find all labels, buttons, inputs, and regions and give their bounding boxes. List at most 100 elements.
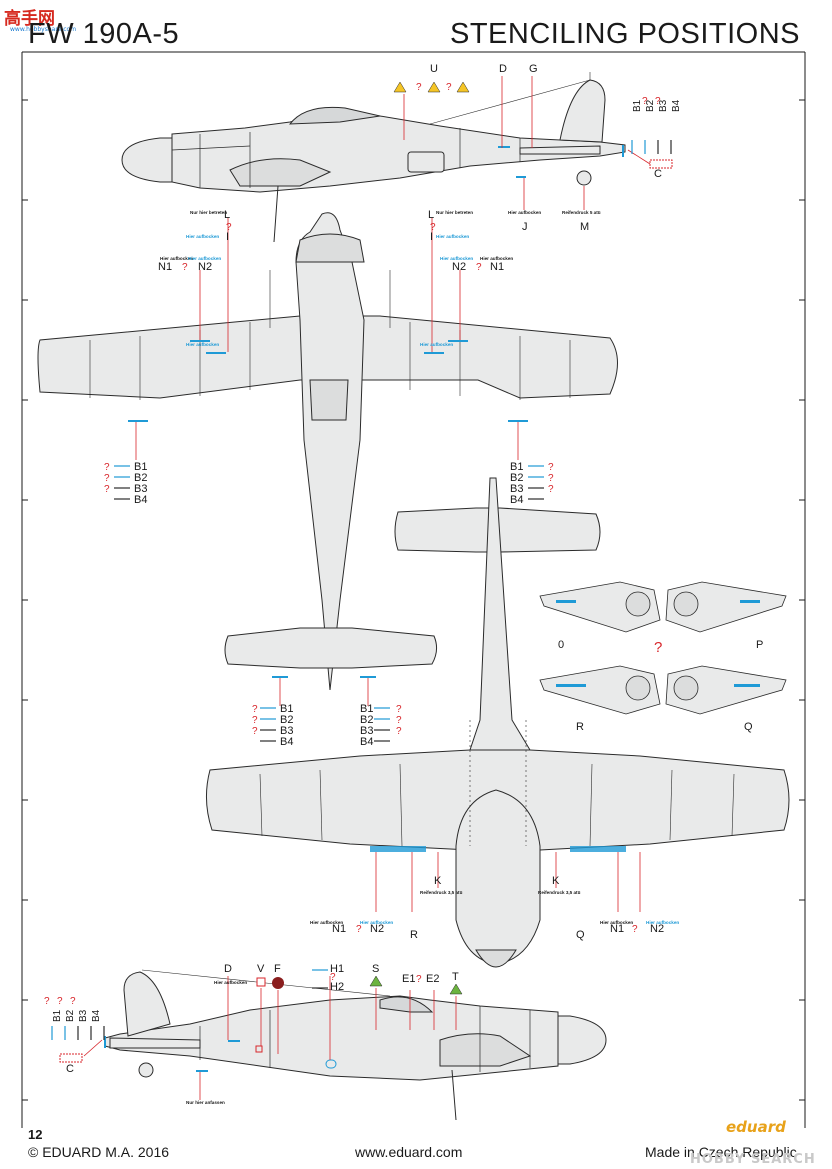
label-h1: H1 — [330, 963, 344, 975]
legend-b3-left: B3 — [134, 483, 147, 495]
label-b1-top: B1 — [632, 99, 643, 112]
profile-right-b-lines — [51, 1026, 105, 1040]
legend-b4-tail-right: B4 — [360, 736, 373, 748]
legend-b4-right: B4 — [510, 494, 523, 506]
label-q-bottom: Q — [576, 929, 585, 941]
legend-b1-tail-right: B1 — [360, 703, 373, 715]
profile-right-b-lines — [631, 140, 672, 154]
svg-text:?: ? — [548, 473, 554, 484]
svg-text:Reifendruck 5 atü: Reifendruck 5 atü — [562, 210, 601, 215]
label-l-left: L — [224, 209, 230, 221]
label-n2-bottom-left: N2 — [370, 923, 384, 935]
top-view-stencils — [128, 340, 528, 678]
label-i-right: I — [430, 231, 433, 243]
svg-text:?: ? — [104, 484, 110, 495]
svg-text:Hier aufbocken: Hier aufbocken — [480, 256, 513, 261]
svg-text:Hier aufbocken: Hier aufbocken — [188, 256, 221, 261]
callout-labels: U D G C J M B1 B2 B3 B4 L I L I N1 N2 N2… — [52, 63, 763, 1075]
label-n2-right: N2 — [452, 261, 466, 273]
svg-text:?: ? — [430, 222, 436, 233]
label-u: U — [430, 63, 438, 75]
svg-text:?: ? — [548, 462, 554, 473]
svg-text:?: ? — [252, 704, 258, 715]
legend-b3-tail-right: B3 — [360, 725, 373, 737]
label-b2-bottom: B2 — [65, 1009, 76, 1022]
page-frame — [21, 51, 806, 1128]
svg-text:?: ? — [446, 82, 452, 93]
profile-right-view — [104, 971, 607, 1121]
svg-text:?: ? — [548, 484, 554, 495]
svg-text:?: ? — [632, 924, 638, 935]
legend-b1-tail-left: B1 — [280, 703, 293, 715]
svg-text:?: ? — [252, 726, 258, 737]
label-n2-left: N2 — [198, 261, 212, 273]
stencil-texts: Nur hier betreten Hier aufbocken Hier au… — [160, 210, 679, 1105]
label-d-top: D — [499, 63, 507, 75]
page-number: 12 — [28, 1127, 43, 1142]
bottom-view-panels — [259, 720, 735, 847]
legend-b4-left: B4 — [134, 494, 147, 506]
label-b3-top: B3 — [658, 99, 669, 112]
label-p: P — [756, 639, 763, 651]
label-q-door: Q — [744, 721, 753, 733]
eduard-logo: eduard — [726, 1118, 786, 1136]
label-g: G — [529, 63, 538, 75]
label-d-bottom: D — [224, 963, 232, 975]
label-b1-bottom: B1 — [52, 1009, 63, 1022]
svg-text:Hier aufbocken: Hier aufbocken — [360, 920, 393, 925]
label-r-bottom: R — [410, 929, 418, 941]
b-legend-lines — [114, 465, 544, 989]
svg-text:?: ? — [70, 996, 76, 1007]
legend-b2-tail-right: B2 — [360, 714, 373, 726]
svg-text:Nur hier betreten: Nur hier betreten — [436, 210, 473, 215]
profile-right-leaders — [83, 976, 457, 1100]
top-view-leaders — [135, 218, 519, 706]
legend-b1-right: B1 — [510, 461, 523, 473]
label-c-top: C — [654, 168, 662, 180]
label-j: J — [522, 221, 528, 233]
legend-b2-tail-left: B2 — [280, 714, 293, 726]
label-m: M — [580, 221, 589, 233]
svg-text:?: ? — [57, 996, 63, 1007]
frame-ticks — [22, 99, 805, 1101]
svg-text:Nur hier betreten: Nur hier betreten — [190, 210, 227, 215]
svg-text:?: ? — [396, 726, 402, 737]
website-link[interactable]: www.eduard.com — [355, 1144, 463, 1160]
label-n1-right: N1 — [490, 261, 504, 273]
hobby-search-watermark: HOBBY SEARCH — [690, 1152, 816, 1167]
label-r-door: R — [576, 721, 584, 733]
profile-right-details — [141, 969, 531, 1072]
label-n1-left: N1 — [158, 261, 172, 273]
gear-door-stencils — [556, 600, 760, 687]
svg-text:?: ? — [330, 972, 336, 983]
label-n1-bottom-right: N1 — [610, 923, 624, 935]
legend-b1-left: B1 — [134, 461, 147, 473]
svg-text:?: ? — [226, 222, 232, 233]
gear-door-panels — [539, 581, 787, 715]
svg-text:?: ? — [416, 974, 422, 985]
svg-text:Hier aufbocken: Hier aufbocken — [646, 920, 679, 925]
label-n2-bottom-right: N2 — [650, 923, 664, 935]
svg-text:?: ? — [654, 639, 662, 656]
top-view-aircraft — [37, 212, 618, 691]
label-l-right: L — [428, 209, 434, 221]
label-b4-top: B4 — [671, 99, 682, 112]
svg-text:?: ? — [44, 996, 50, 1007]
label-f: F — [274, 963, 281, 975]
label-c-bottom: C — [66, 1063, 74, 1075]
svg-text:Hier aufbocken: Hier aufbocken — [214, 980, 247, 985]
label-k-right: K — [552, 875, 560, 887]
label-o: 0 — [558, 639, 564, 651]
label-b4-bottom: B4 — [91, 1009, 102, 1022]
page-title: FW 190A-5 — [28, 18, 180, 50]
section-title: STENCILING POSITIONS — [450, 18, 800, 50]
legend-b4-tail-left: B4 — [280, 736, 293, 748]
svg-text:Nur hier anfassen: Nur hier anfassen — [186, 1100, 225, 1105]
svg-text:?: ? — [356, 924, 362, 935]
label-i-left: I — [226, 231, 229, 243]
svg-text:Hier aufbocken: Hier aufbocken — [160, 256, 193, 261]
question-marks: ? ? ? ? ? ? ? ? ? ? ? ? ? ? ? ? ? ? ? ? … — [44, 82, 662, 1007]
svg-text:Reifendruck 3,5 atü: Reifendruck 3,5 atü — [420, 890, 463, 895]
